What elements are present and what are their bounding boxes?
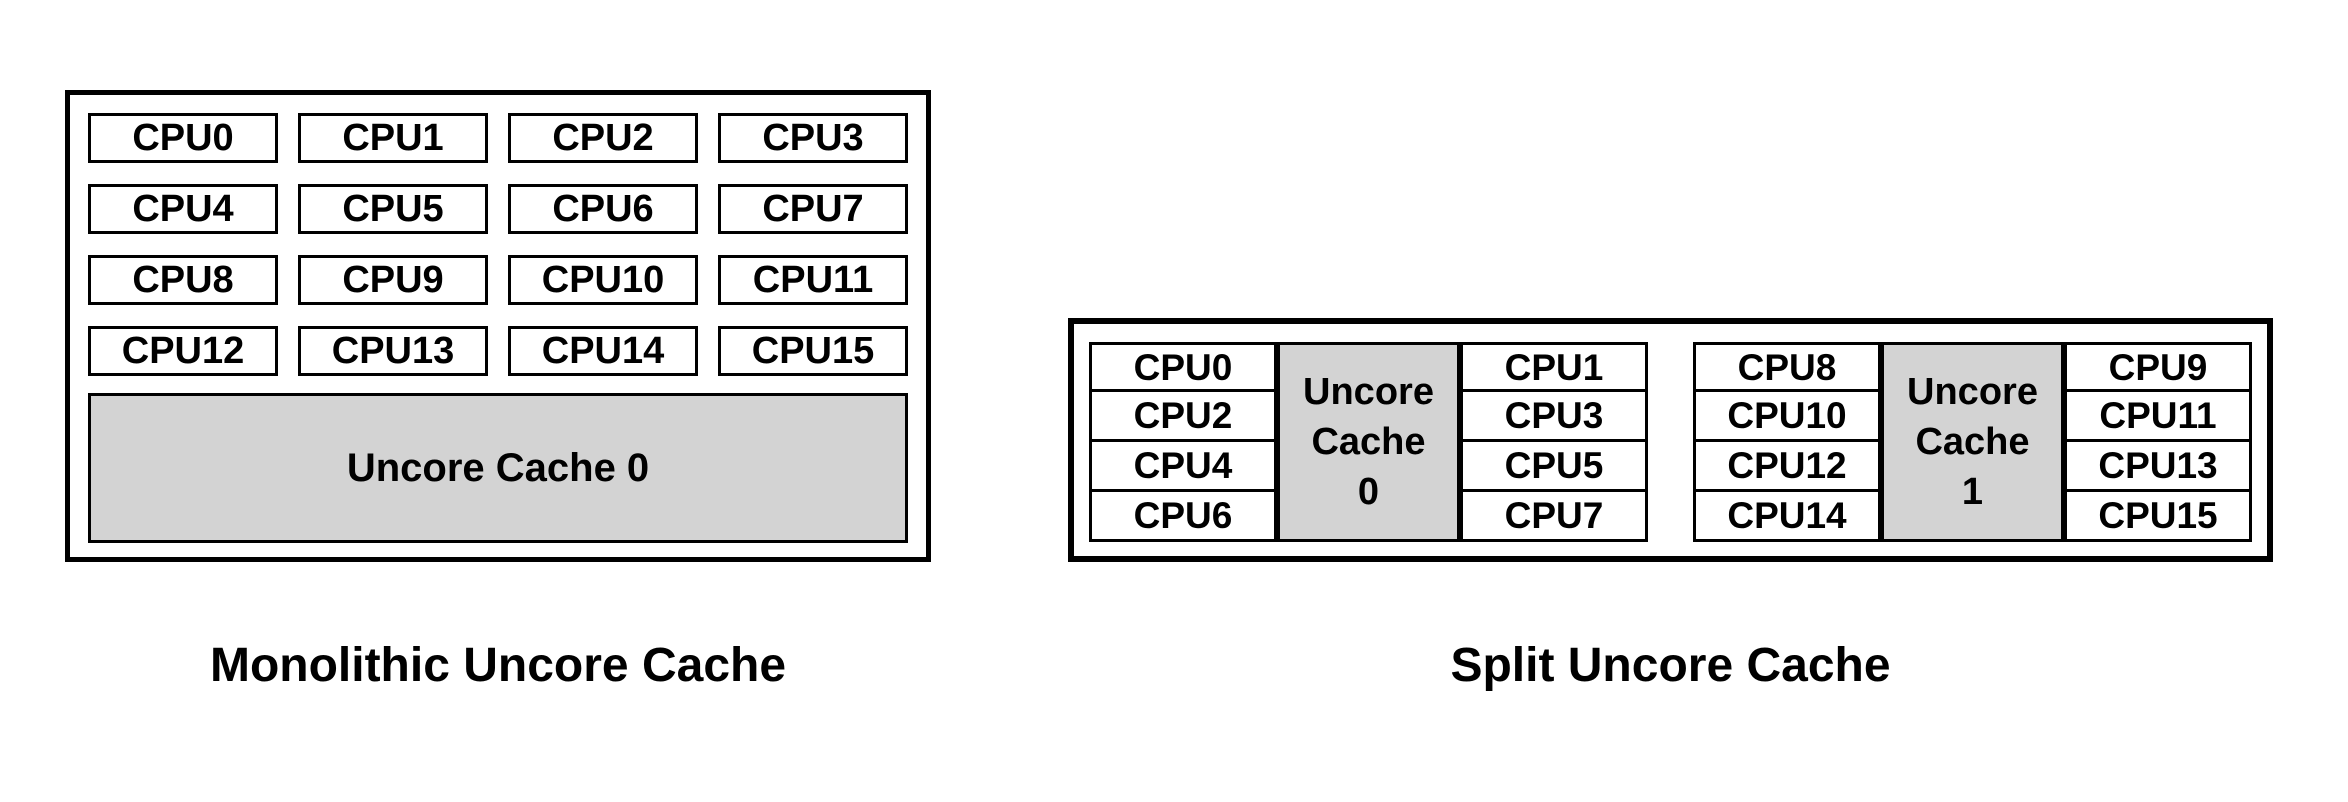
cpu-cell: CPU0: [1089, 342, 1277, 392]
cpu-box: CPU11: [718, 255, 908, 305]
cpu-box: CPU3: [718, 113, 908, 163]
cache-label-line: 0: [1357, 471, 1380, 513]
cpu-box: CPU6: [508, 184, 698, 234]
cache-label-line: Uncore: [1303, 371, 1434, 413]
cpu-cell: CPU4: [1089, 442, 1277, 492]
cpu-box: CPU10: [508, 255, 698, 305]
cpu-cell: CPU11: [2064, 392, 2252, 442]
cpu-box: CPU2: [508, 113, 698, 163]
cpu-box: CPU7: [718, 184, 908, 234]
monolithic-title: Monolithic Uncore Cache: [209, 639, 787, 692]
uncore-cache-0-box: Uncore Cache 0: [88, 393, 908, 543]
uncore-cache-0-label: Uncore Cache 0: [346, 445, 650, 490]
split-title: Split Uncore Cache: [1450, 639, 1891, 692]
cpu-cell: CPU13: [2064, 442, 2252, 492]
cpu-cell: CPU3: [1460, 392, 1648, 442]
cpu-box: CPU8: [88, 255, 278, 305]
cpu-box: CPU4: [88, 184, 278, 234]
cpu-cell: CPU15: [2064, 492, 2252, 542]
cpu-box: CPU9: [298, 255, 488, 305]
cpu-cell: CPU12: [1693, 442, 1881, 492]
cpu-cell: CPU5: [1460, 442, 1648, 492]
cpu-box: CPU0: [88, 113, 278, 163]
cpu-box: CPU15: [718, 326, 908, 376]
cache-label-line: 1: [1961, 471, 1984, 513]
cpu-box: CPU12: [88, 326, 278, 376]
cpu-cell: CPU9: [2064, 342, 2252, 392]
cpu-cell: CPU7: [1460, 492, 1648, 542]
cpu-box: CPU14: [508, 326, 698, 376]
cache-label-line: Cache: [1915, 421, 2030, 463]
cpu-box: CPU13: [298, 326, 488, 376]
cpu-cell: CPU8: [1693, 342, 1881, 392]
cache-label-line: Uncore: [1907, 371, 2038, 413]
cpu-cell: CPU1: [1460, 342, 1648, 392]
cache-label-line: Cache: [1311, 421, 1426, 463]
cpu-box: CPU5: [298, 184, 488, 234]
cpu-cell: CPU14: [1693, 492, 1881, 542]
cpu-cell: CPU10: [1693, 392, 1881, 442]
cpu-cell: CPU2: [1089, 392, 1277, 442]
cpu-box: CPU1: [298, 113, 488, 163]
cpu-cell: CPU6: [1089, 492, 1277, 542]
